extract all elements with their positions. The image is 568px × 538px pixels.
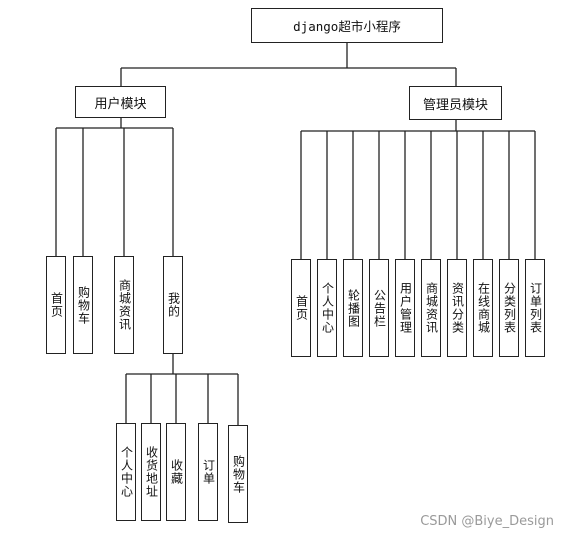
mine-item-address: 收货地址 [141, 423, 161, 521]
admin-item-home: 首页 [291, 259, 311, 357]
admin-item-online-mall: 在线商城 [473, 259, 493, 357]
root-node: django超市小程序 [251, 8, 443, 43]
admin-module-node: 管理员模块 [409, 86, 502, 120]
admin-item-user-manage: 用户管理 [395, 259, 415, 357]
admin-item-carousel: 轮播图 [343, 259, 363, 357]
admin-item-notice: 公告栏 [369, 259, 389, 357]
user-item-news: 商城资讯 [114, 256, 134, 354]
user-item-home: 首页 [46, 256, 66, 354]
admin-item-news: 商城资讯 [421, 259, 441, 357]
admin-item-news-category: 资讯分类 [447, 259, 467, 357]
user-module-node: 用户模块 [75, 86, 166, 118]
mine-item-cart: 购物车 [228, 425, 248, 523]
admin-item-category-list: 分类列表 [499, 259, 519, 357]
mine-item-favorites: 收藏 [166, 423, 186, 521]
watermark-text: CSDN @Biye_Design [420, 514, 554, 529]
mine-item-orders: 订单 [198, 423, 218, 521]
user-item-mine: 我的 [163, 256, 183, 354]
admin-item-order-list: 订单列表 [525, 259, 545, 357]
user-item-cart: 购物车 [73, 256, 93, 354]
admin-item-profile: 个人中心 [317, 259, 337, 357]
mine-item-profile: 个人中心 [116, 423, 136, 521]
